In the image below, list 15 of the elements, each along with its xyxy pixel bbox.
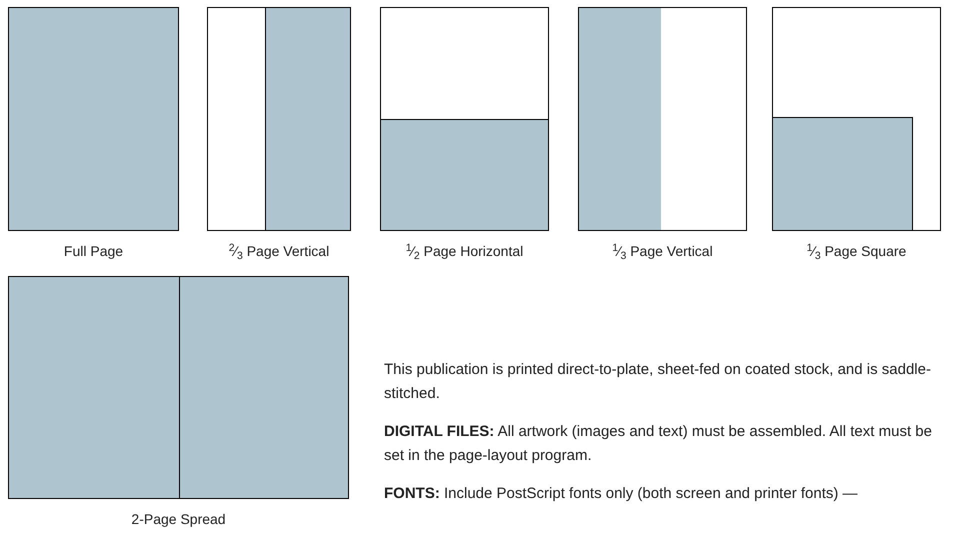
page-layout-drawing: [578, 7, 747, 231]
node-label: $^{1}$⁄$_{3}$ Page Vertical: [611, 241, 714, 262]
page-layout-drawing: [772, 7, 941, 231]
paragraph: FONTS: Include PostScript fonts only (both screen and printer fonts) —: [384, 484, 859, 504]
node-label: Full Page: [62, 242, 124, 261]
page-layout-drawing: [207, 7, 351, 231]
page-layout-drawing: [8, 7, 179, 231]
node-label: 2-Page Spread: [130, 510, 227, 529]
node-label: $^{1}$⁄$_{3}$ Page Square: [806, 241, 908, 262]
page-layout-drawing: [8, 276, 349, 499]
page-layout-drawing: [380, 7, 549, 231]
node-label: $^{2}$⁄$_{3}$ Page Vertical: [228, 241, 330, 262]
paragraph: DIGITAL FILES: All artwork (images and text) must be assembled. All text must be set in the page-layout program.: [384, 422, 933, 466]
node-label: $^{1}$⁄$_{2}$ Page Horizontal: [404, 241, 524, 262]
paragraph: This publication is printed direct-to-plate, sheet-fed on coated stock, and is saddle-stitched.: [384, 360, 932, 404]
